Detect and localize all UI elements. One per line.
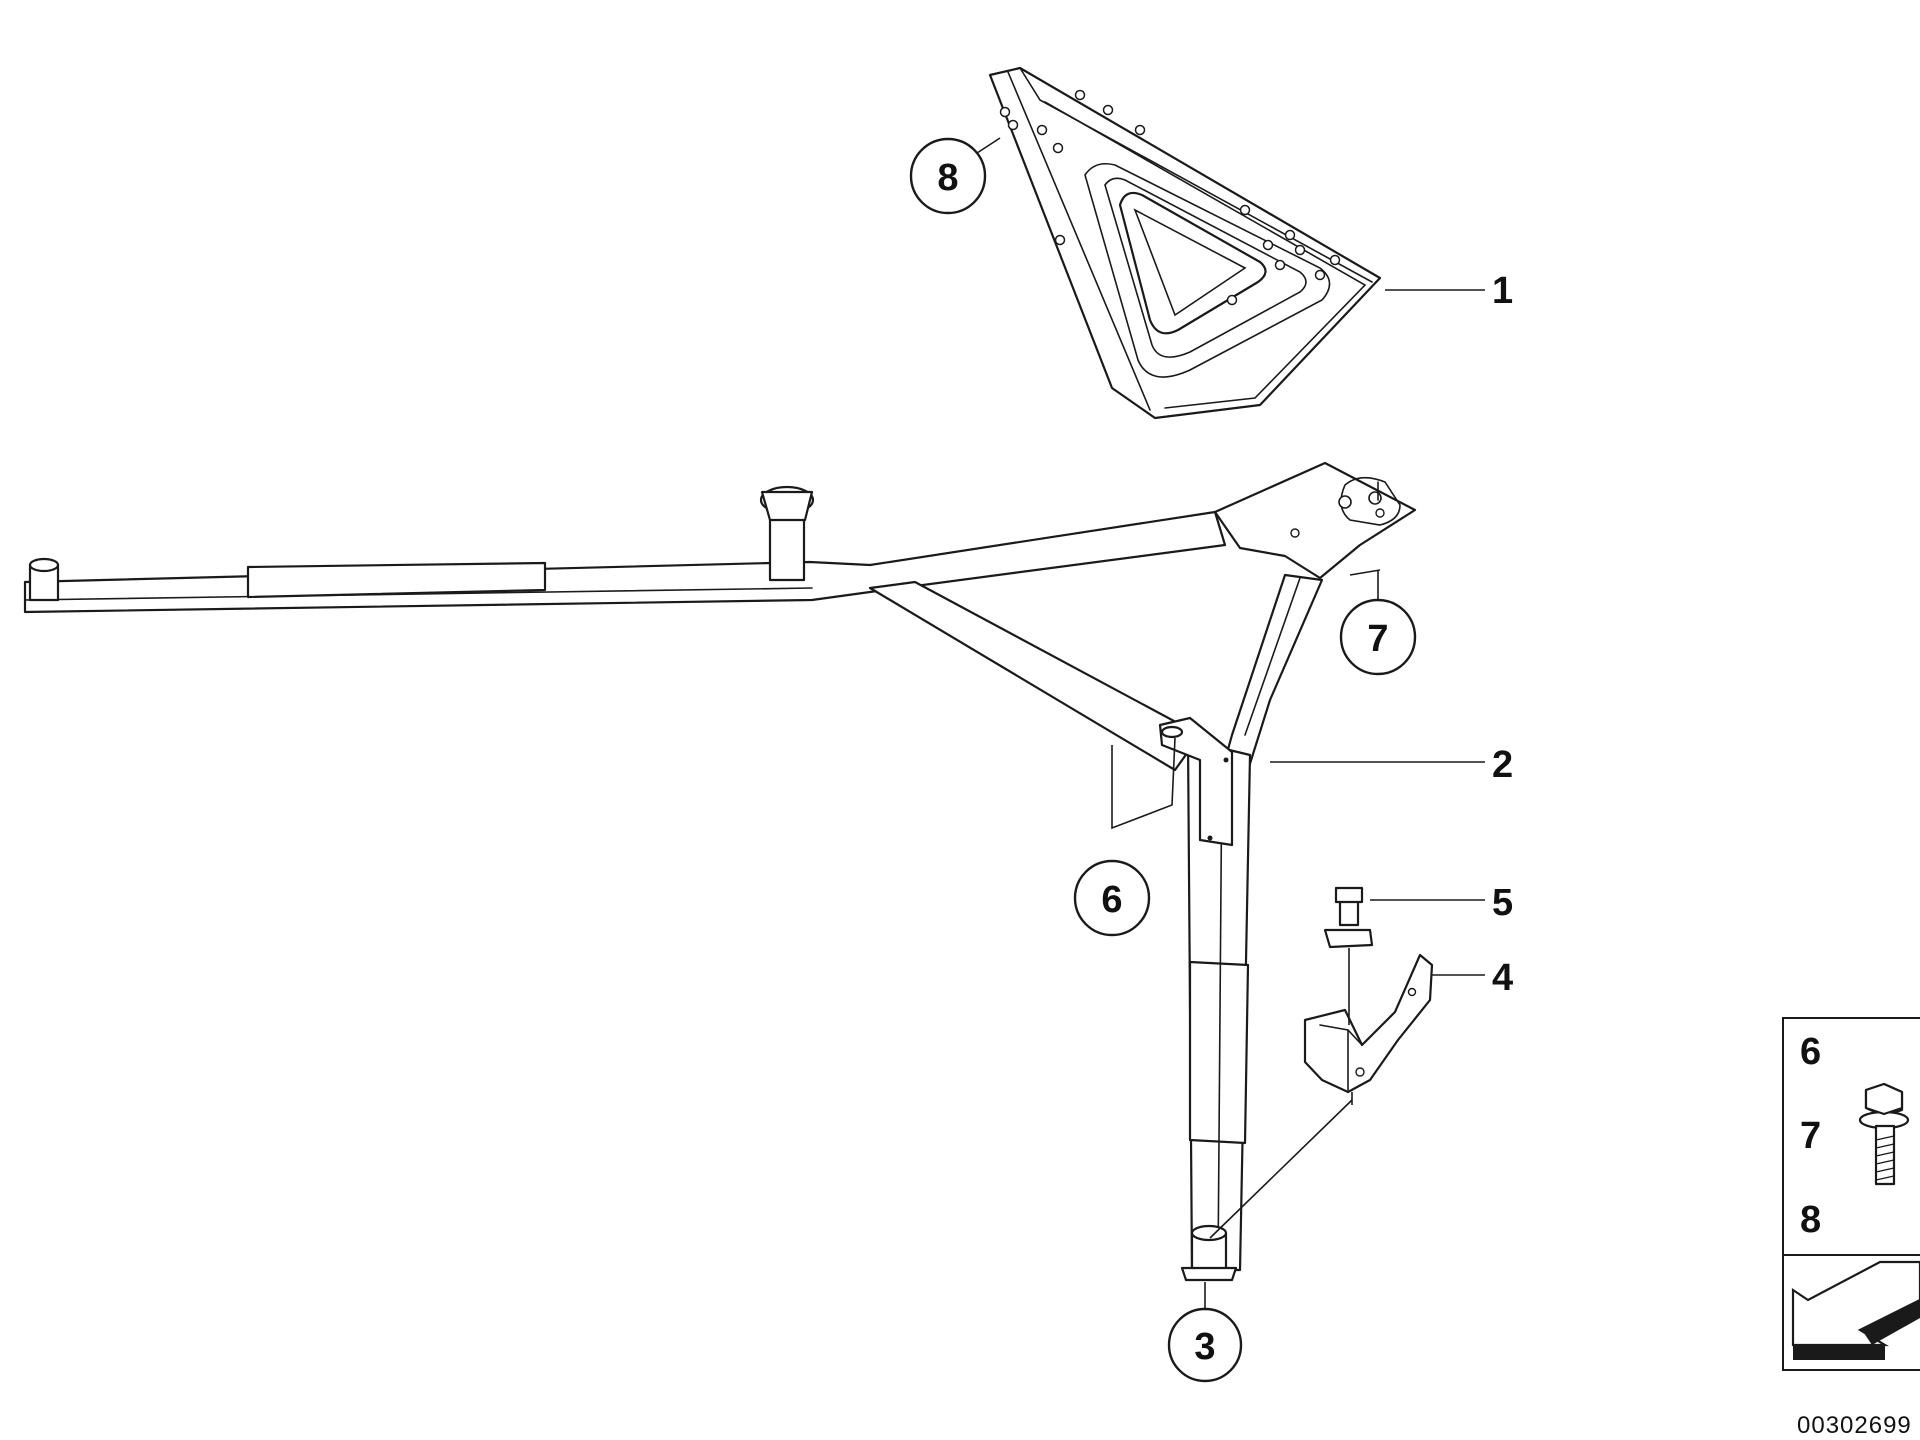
reference-number: 00302699 [1797, 1412, 1912, 1439]
part-2-strut-frame [23, 461, 1485, 1282]
callout-2: 2 [1492, 744, 1513, 786]
legend-box: 6 7 8 [1782, 1017, 1920, 1371]
legend-label-6: 6 [1800, 1031, 1821, 1073]
svg-text:4: 4 [1492, 957, 1513, 999]
top-mounting-plate [1213, 461, 1417, 580]
svg-text:8: 8 [937, 157, 958, 199]
part-1-triangular-bracket [988, 66, 1485, 420]
callout-4: 4 [1492, 957, 1513, 999]
legend-label-8: 8 [1800, 1199, 1821, 1241]
legend-label-7: 7 [1800, 1115, 1821, 1157]
svg-text:5: 5 [1492, 882, 1513, 924]
svg-text:3: 3 [1194, 1326, 1215, 1368]
callout-5: 5 [1492, 882, 1513, 924]
left-end-post [28, 557, 60, 602]
part-5-stud [1323, 886, 1485, 1025]
svg-text:1: 1 [1492, 270, 1513, 312]
callout-6: 6 [1073, 859, 1151, 937]
bottom-end-post [1180, 1224, 1238, 1282]
callout-3: 3 [1167, 1307, 1243, 1383]
middle-upright [759, 485, 815, 582]
svg-text:7: 7 [1367, 618, 1388, 660]
hex-flange-bolt-icon [1858, 1082, 1910, 1186]
arrow-left-icon [1791, 1260, 1920, 1360]
callout-7: 7 [1339, 598, 1417, 676]
part-4-small-bracket [1303, 953, 1485, 1094]
callout-1: 1 [1492, 270, 1513, 312]
svg-text:2: 2 [1492, 744, 1513, 786]
svg-text:6: 6 [1101, 879, 1122, 921]
callout-8: 8 [909, 137, 987, 215]
leg-flange [1158, 716, 1234, 847]
